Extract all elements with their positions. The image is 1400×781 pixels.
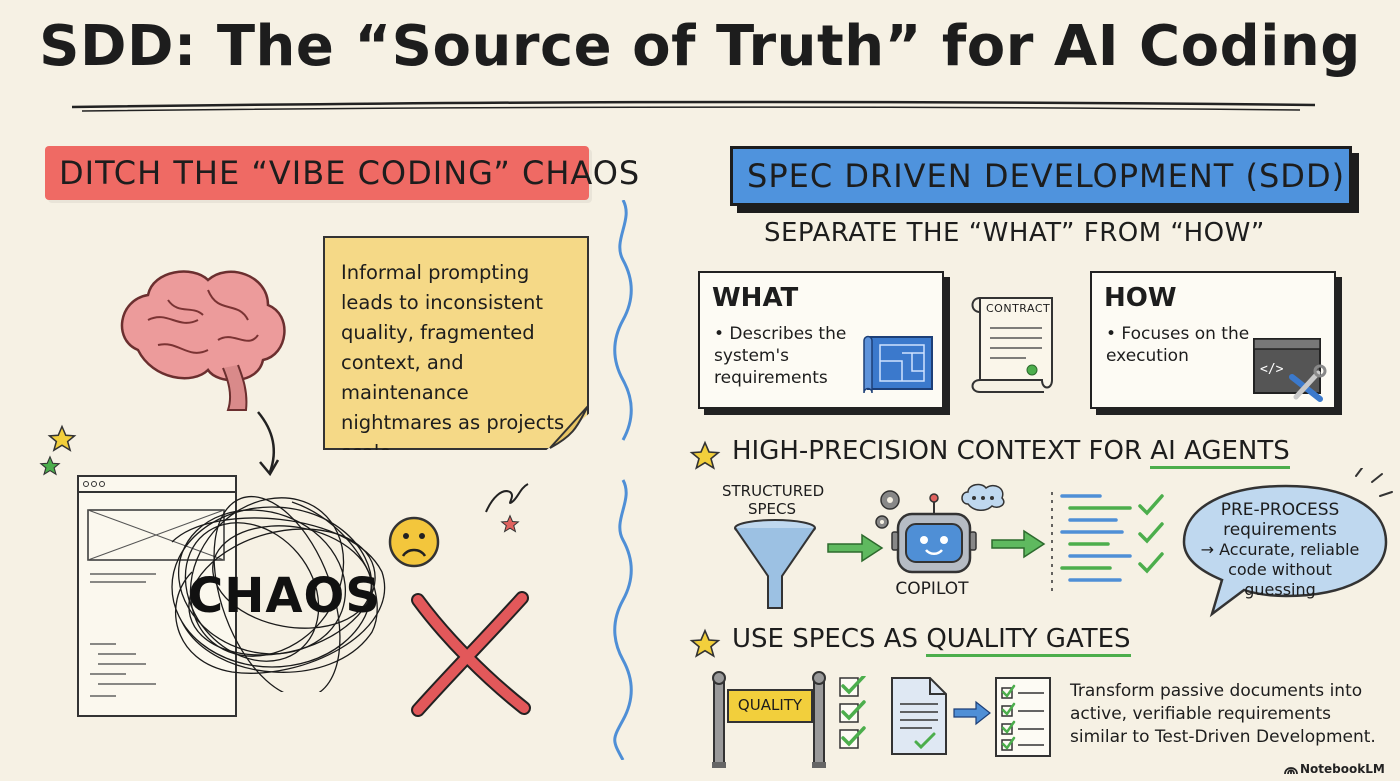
code-lines-checked-icon bbox=[1051, 492, 1164, 594]
ai-heading-prefix: HIGH-PRECISION CONTEXT FOR bbox=[732, 436, 1151, 466]
title-underline bbox=[71, 100, 1316, 112]
squiggle-icon bbox=[485, 483, 529, 513]
arrow-right-icon bbox=[991, 529, 1046, 559]
what-title: WHAT bbox=[712, 283, 799, 313]
star-icon bbox=[39, 455, 61, 476]
chaos-banner: DITCH THE “VIBE CODING” CHAOS bbox=[45, 146, 639, 200]
page-title: SDD: The “Source of Truth” for AI Coding bbox=[39, 14, 1361, 79]
arrow-right-icon bbox=[953, 700, 991, 726]
how-bullet: • Focuses on the execution bbox=[1106, 324, 1250, 366]
quality-gate-icon bbox=[712, 671, 826, 768]
notebooklm-logo-icon bbox=[1284, 767, 1298, 775]
checkbox-list-icon bbox=[839, 676, 866, 749]
code-window-icon: </> bbox=[1253, 338, 1327, 402]
footer-brand: NotebookLM bbox=[1300, 762, 1385, 776]
bubble-line1: PRE-PROCESS bbox=[1220, 500, 1340, 520]
star-icon bbox=[689, 440, 721, 470]
chaos-scribble bbox=[171, 495, 386, 692]
star-icon bbox=[47, 424, 77, 452]
funnel-icon bbox=[734, 519, 816, 609]
quality-label: QUALITY bbox=[737, 696, 803, 714]
brain-icon bbox=[120, 270, 286, 411]
ai-heading-highlight: AI AGENTS bbox=[1150, 436, 1290, 469]
copilot-label: COPILOT bbox=[895, 579, 969, 599]
quality-section-heading: USE SPECS AS QUALITY GATES bbox=[732, 624, 1131, 657]
star-icon bbox=[500, 514, 520, 533]
ai-section-heading: HIGH-PRECISION CONTEXT FOR AI AGENTS bbox=[732, 436, 1290, 469]
robot-copilot-icon bbox=[875, 490, 977, 574]
quality-description: Transform passive documents into active,… bbox=[1070, 681, 1376, 747]
sticky-fold bbox=[549, 405, 589, 449]
how-card: HOW • Focuses on the execution </> bbox=[1090, 271, 1336, 409]
contract-label: CONTRACT bbox=[986, 302, 1051, 315]
sdd-banner: SPEC DRIVEN DEVELOPMENT (SDD) bbox=[730, 146, 1352, 206]
sad-face-icon bbox=[388, 516, 440, 568]
star-icon bbox=[689, 628, 721, 658]
bubble-line2: requirements bbox=[1223, 520, 1337, 540]
arrow-down-icon bbox=[257, 411, 280, 477]
what-bullet: • Describes the system's requirements bbox=[714, 324, 847, 388]
quality-heading-prefix: USE SPECS AS bbox=[732, 624, 927, 654]
what-card: WHAT • Describes the system's requiremen… bbox=[698, 271, 944, 409]
bubble-text: PRE-PROCESS requirements → Accurate, rel… bbox=[1200, 500, 1360, 600]
document-icon bbox=[891, 677, 947, 755]
svg-text:</>: </> bbox=[1260, 362, 1284, 377]
checklist-icon bbox=[995, 677, 1051, 757]
blueprint-icon bbox=[863, 335, 933, 394]
chaos-label: CHAOS bbox=[188, 568, 381, 624]
separate-heading: SEPARATE THE “WHAT” FROM “HOW” bbox=[764, 218, 1265, 248]
speech-bubble bbox=[1182, 468, 1393, 618]
contract-scroll-icon bbox=[971, 297, 1053, 393]
browser-window-sketch bbox=[77, 475, 237, 717]
thought-bubble-icon bbox=[961, 483, 1005, 511]
arrow-right-icon bbox=[827, 533, 884, 563]
how-title: HOW bbox=[1104, 283, 1177, 313]
quality-heading-highlight: QUALITY GATES bbox=[926, 624, 1131, 657]
bubble-line3: → Accurate, reliable code without guessi… bbox=[1200, 540, 1360, 599]
section-divider bbox=[613, 200, 633, 760]
sticky-note: Informal prompting leads to inconsistent… bbox=[323, 236, 589, 450]
red-x-icon bbox=[411, 591, 531, 717]
structured-specs-label: STRUCTURED SPECS bbox=[722, 482, 825, 518]
